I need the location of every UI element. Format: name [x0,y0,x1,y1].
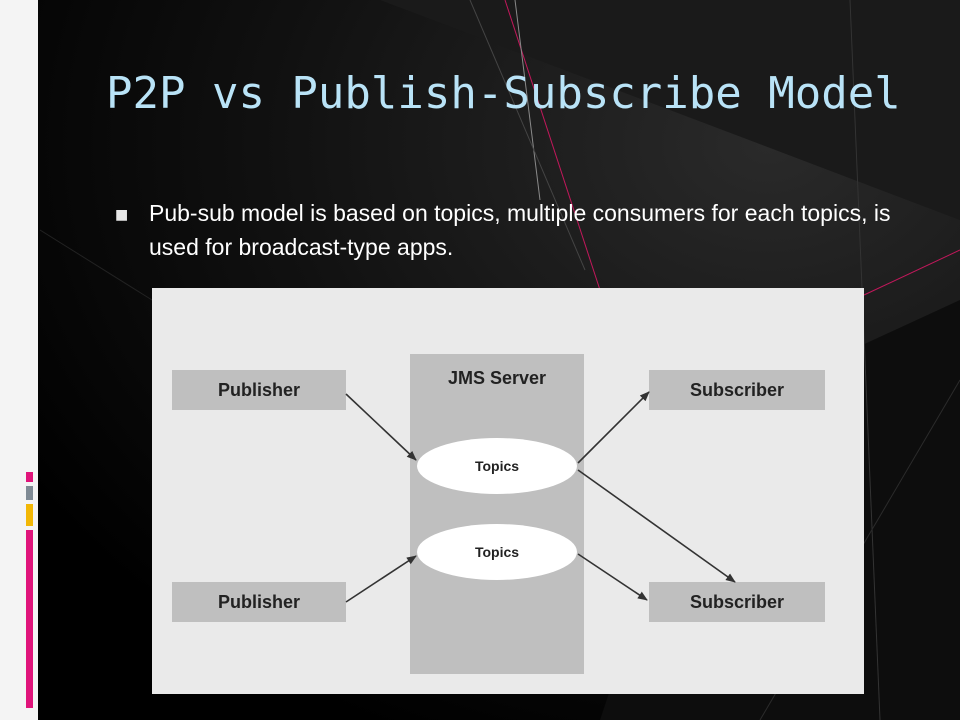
bullet-text: Pub-sub model is based on topics, multip… [149,200,891,260]
publisher-box-top: Publisher [172,370,346,410]
slide-title: P2P vs Publish-Subscribe Model [106,68,901,119]
pubsub-diagram: Publisher Publisher JMS Server Topics To… [152,288,864,694]
topic-ellipse-bottom: Topics [417,524,577,580]
subscriber-box-bottom: Subscriber [649,582,825,622]
arrow-publisher-bottom-to-topic [345,555,417,603]
subscriber-box-top: Subscriber [649,370,825,410]
diagram-arrows [345,391,736,603]
arrow-topic-to-subscriber-top [577,391,650,464]
bullet-item: ■ Pub-sub model is based on topics, mult… [115,196,895,264]
arrow-topic2-to-subscriber-bottom [577,553,648,601]
arrow-topic-to-subscriber-bottom-cross [577,469,736,583]
topic-ellipse-top: Topics [417,438,577,494]
jms-server-label: JMS Server [447,368,547,388]
accent-bar-pink [26,472,33,482]
square-bullet-icon: ■ [115,207,129,223]
publisher-box-bottom: Publisher [172,582,346,622]
arrow-publisher-top-to-topic [345,393,417,461]
accent-bar-gray [26,486,33,500]
jms-server-box: JMS Server [410,354,584,674]
accent-bar-pink-long [26,530,33,708]
accent-bar-gold [26,504,33,526]
